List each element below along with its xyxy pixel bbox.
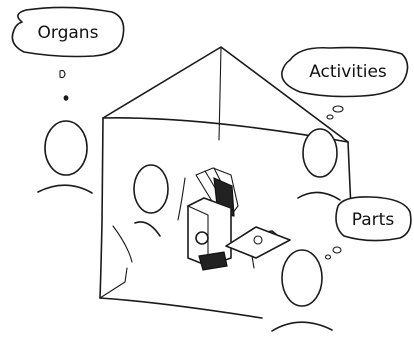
bubble-activities-dot-small <box>326 114 334 120</box>
roof-center-line <box>218 46 222 141</box>
thought-bubble-organs: Organs <box>11 6 125 101</box>
left-arm-curve <box>112 225 133 263</box>
device <box>187 167 239 271</box>
bubble-label-parts: Parts <box>352 210 395 230</box>
bubble-organs-dot-large <box>59 69 66 79</box>
person-center <box>133 164 169 237</box>
person-bottom-right <box>271 249 333 332</box>
card-front <box>225 226 291 259</box>
bubble-parts-outline <box>335 196 412 242</box>
person-bottom-right-head <box>281 249 323 307</box>
thought-bubble-activities: Activities <box>281 46 409 120</box>
device-base <box>198 251 228 271</box>
parts-card <box>225 226 291 269</box>
person-left <box>37 120 93 194</box>
person-top-right-shoulders <box>297 191 341 201</box>
person-top-right-head <box>302 128 338 178</box>
device-lens <box>195 231 209 245</box>
bubble-parts-dot-small <box>324 254 332 260</box>
bubble-activities-outline <box>281 46 409 98</box>
device-body-edges <box>187 205 209 267</box>
person-center-shoulders <box>134 221 161 237</box>
person-bottom-right-shoulders <box>271 321 333 332</box>
card-hole <box>253 235 263 245</box>
person-left-shoulders <box>37 184 93 194</box>
person-top-right <box>297 128 341 201</box>
bubble-label-organs: Organs <box>38 23 99 43</box>
person-left-head <box>44 120 88 176</box>
box-bottom-edge <box>99 297 263 319</box>
bubble-organs-dot-small <box>63 95 69 101</box>
bubble-parts-dot-large <box>332 246 342 254</box>
device-body <box>187 197 232 267</box>
bubble-label-activities: Activities <box>309 62 387 82</box>
card-leg <box>251 255 255 269</box>
bubble-organs-outline <box>11 6 125 58</box>
bubble-activities-dot-large <box>332 105 344 113</box>
floor-corner <box>99 267 128 299</box>
person-center-head <box>133 164 169 214</box>
box-left-edge <box>99 117 104 299</box>
thought-bubble-parts: Parts <box>324 196 412 260</box>
center-divider-curve <box>177 177 186 221</box>
